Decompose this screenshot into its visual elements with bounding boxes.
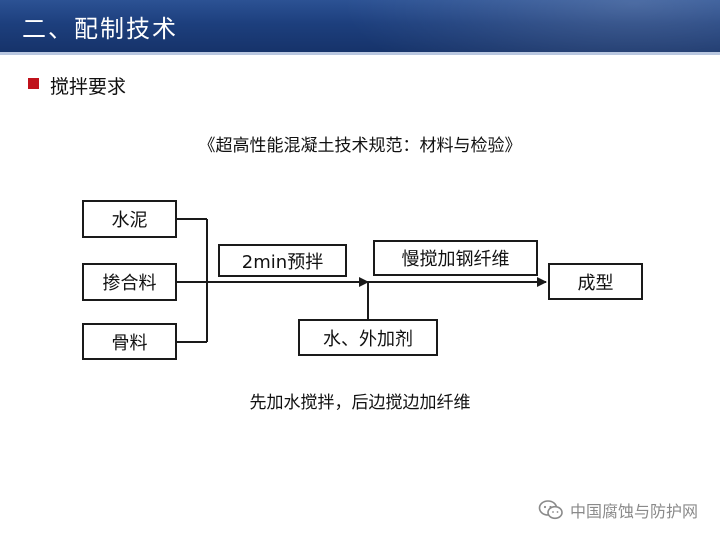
slide-title: 二、配制技术 [22, 15, 178, 43]
wechat-icon [538, 500, 563, 520]
step-fiber-box[interactable]: 慢搅加钢纤维 [373, 240, 538, 276]
watermark: 中国腐蚀与防护网 [538, 498, 698, 522]
header-sheen [340, 0, 720, 52]
input-box-cement[interactable]: 水泥 [82, 200, 177, 238]
input-label: 骨料 [111, 332, 148, 354]
input-label: 水泥 [111, 210, 148, 231]
step-premix-box[interactable]: 2min预拌 [218, 244, 347, 277]
input-label: 掺合料 [102, 273, 157, 294]
diagram-caption: 先加水搅拌，后边搅边加纤维 [249, 393, 471, 413]
output-box[interactable]: 成型 [548, 263, 643, 300]
input-box-aggregate[interactable]: 骨料 [82, 323, 177, 360]
side-input-label: 水、外加剂 [323, 328, 413, 350]
header-divider [0, 52, 720, 55]
bullet-text: 搅拌要求 [50, 76, 127, 98]
standard-title: 《超高性能混凝土技术规范：材料与检验》 [198, 136, 522, 156]
bullet-square-icon [28, 78, 39, 89]
step-label: 2min预拌 [241, 251, 324, 273]
input-box-admixture[interactable]: 掺合料 [82, 263, 177, 301]
side-input-box[interactable]: 水、外加剂 [298, 319, 438, 356]
slide-header: 二、配制技术 [0, 0, 720, 52]
watermark-text: 中国腐蚀与防护网 [569, 502, 698, 521]
step-label: 慢搅加钢纤维 [401, 249, 510, 270]
output-label: 成型 [577, 272, 614, 294]
